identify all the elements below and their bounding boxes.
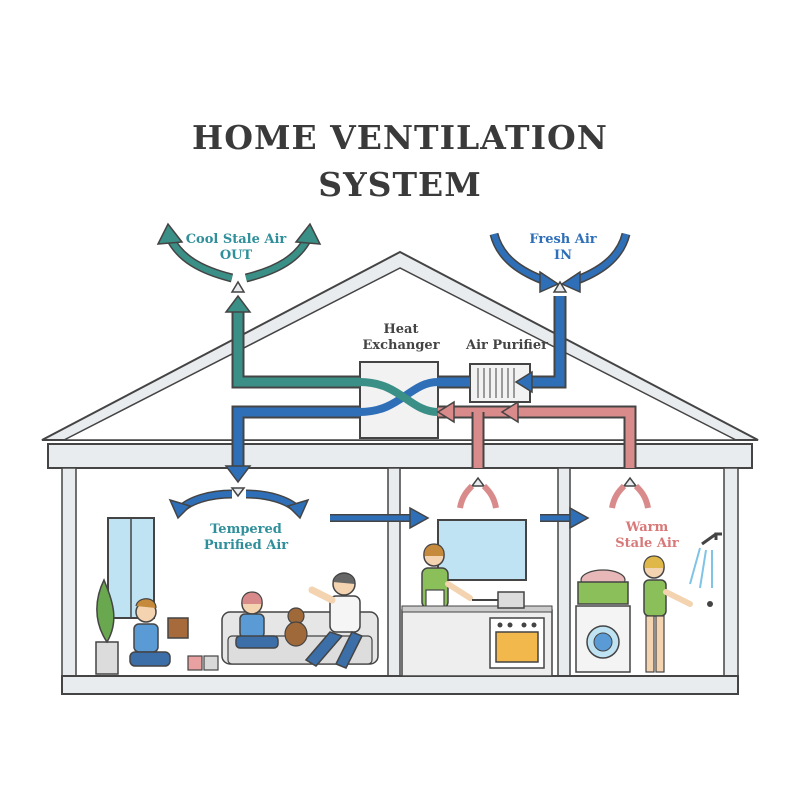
fresh-air-label: Fresh Air	[529, 232, 597, 247]
diagram-title-line-1: HOME VENTILATION	[192, 118, 608, 157]
child-figure	[129, 598, 189, 667]
room-airflow-arrow-2	[540, 506, 590, 530]
stale-air-exhaust-duct	[224, 280, 360, 389]
girl-figure	[235, 591, 279, 649]
heat-exchanger-unit	[359, 361, 439, 439]
tempered-air-supply-duct	[224, 405, 360, 498]
in-label: IN	[554, 248, 572, 263]
heat-label: Heat	[383, 322, 419, 337]
man-figure	[304, 572, 364, 669]
fresh-air-in-arrows	[489, 232, 631, 294]
bather-figure	[643, 555, 693, 673]
diagram-title-line-2: SYSTEM	[318, 165, 482, 204]
cool-stale-air-label: Cool Stale Air	[185, 232, 287, 247]
stove-oven	[489, 617, 545, 669]
living-room-window	[107, 517, 155, 619]
warm-stale-air-inlet-arrows	[457, 483, 651, 509]
potted-plant	[95, 578, 119, 675]
kitchen-window	[437, 519, 527, 581]
warm-label: Warm	[625, 520, 669, 535]
toy-blocks	[187, 655, 219, 671]
fresh-air-intake-duct	[438, 280, 568, 394]
shower-head	[689, 532, 722, 607]
warm-stale-air-return-ducts	[436, 400, 638, 487]
eave-band	[47, 443, 753, 469]
house-walls	[61, 467, 739, 695]
purified-air-label: Purified Air	[203, 538, 289, 553]
laundry-basket	[577, 569, 629, 605]
cooking-pot	[472, 591, 525, 609]
air-purifier-label: Air Purifier	[466, 338, 548, 353]
cool-stale-air-out-arrows	[156, 222, 322, 283]
exchanger-label: Exchanger	[362, 338, 440, 353]
tempered-air-outlet-arrows	[168, 489, 310, 520]
room-airflow-arrow-1	[330, 506, 430, 530]
washing-machine	[575, 605, 631, 673]
teddy-bear	[284, 607, 308, 647]
stale-air-label: Stale Air	[615, 536, 679, 551]
tempered-label: Tempered	[210, 522, 282, 537]
out-label: OUT	[219, 248, 253, 263]
exchanger-flow-paths	[359, 378, 439, 416]
